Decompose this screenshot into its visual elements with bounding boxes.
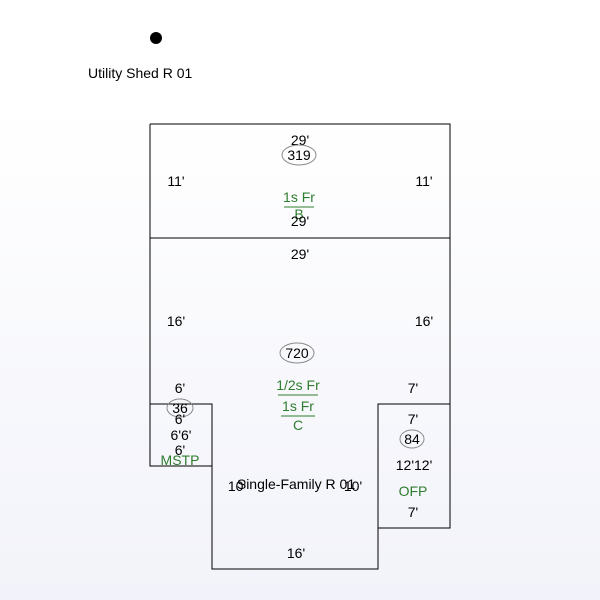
main-top-dim: 29': [291, 246, 309, 262]
main-code-3: C: [293, 417, 303, 433]
main-inner-left-dim: 10': [228, 478, 246, 494]
ofp-outline: [377, 404, 451, 529]
house-label: Single-Family R 01: [237, 476, 355, 492]
mstp-dim-b: 6'6': [171, 427, 192, 443]
main-inner-right-dim: 10': [344, 478, 362, 494]
top-code-1: 1s Fr: [283, 189, 315, 205]
mstp-area: 36: [172, 400, 188, 416]
ofp-area: 84: [404, 431, 420, 447]
top-top-dim: 29': [291, 132, 309, 148]
ofp-side-dims: 12'12': [396, 457, 433, 473]
ofp-top-dim: 7': [408, 411, 418, 427]
main-area: 720: [285, 345, 309, 361]
mstp-outline: [149, 404, 212, 467]
top-area-oval: [281, 144, 317, 166]
main-right-dim: 16': [415, 313, 433, 329]
shed-label: Utility Shed R 01: [88, 65, 192, 81]
ofp-label: OFP: [399, 483, 428, 499]
top-code-2: B: [294, 206, 303, 222]
top-right-dim: 11': [415, 173, 432, 189]
main-left-dim: 16': [167, 313, 185, 329]
top-left-dim: 11': [167, 173, 184, 189]
top-area: 319: [287, 147, 311, 163]
main-code-2: 1s Fr: [282, 398, 314, 414]
main-right-step-dim: 7': [408, 380, 418, 396]
mstp-dim-a: 6': [175, 411, 185, 427]
top-bottom-dim: 29': [291, 213, 309, 229]
mstp-label: MSTP: [161, 452, 200, 468]
main-left-step-dim: 6': [175, 380, 185, 396]
shed-marker-dot: [150, 32, 162, 44]
ofp-area-oval: [399, 429, 425, 449]
main-code-1: 1/2s Fr: [276, 377, 320, 393]
main-section-outline: [149, 238, 451, 570]
main-area-oval: [279, 342, 315, 364]
main-bottom-dim: 16': [287, 545, 305, 561]
ofp-bottom-dim: 7': [408, 504, 418, 520]
mstp-area-oval: [166, 398, 194, 418]
mstp-dim-c: 6': [175, 442, 185, 458]
